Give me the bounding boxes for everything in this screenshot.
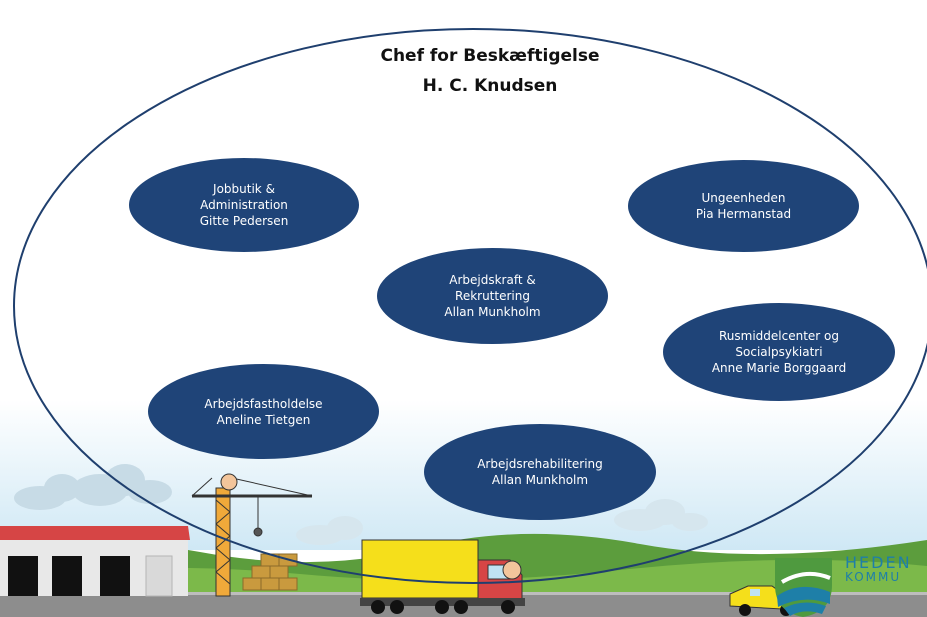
unit-line: Administration bbox=[200, 198, 288, 212]
unit-line: Arbejdsrehabilitering bbox=[477, 457, 603, 471]
department-boundary-ellipse bbox=[13, 28, 927, 584]
unit-line: Rusmiddelcenter og bbox=[718, 329, 839, 343]
unit-line: Arbejdskraft & bbox=[449, 273, 536, 287]
unit-jobbutik: Jobbutik & Administration Gitte Pedersen bbox=[129, 158, 359, 252]
unit-line: Jobbutik & bbox=[213, 182, 275, 196]
unit-arbejdsrehabilitering: Arbejdsrehabilitering Allan Munkholm bbox=[424, 424, 656, 520]
unit-line: Allan Munkholm bbox=[444, 305, 541, 319]
unit-line: Gitte Pedersen bbox=[199, 214, 289, 228]
logo-text-line2: KOMMU bbox=[845, 570, 902, 584]
warehouse-icon bbox=[0, 526, 190, 597]
unit-line: Socialpsykiatri bbox=[735, 345, 823, 359]
cloud-icon bbox=[296, 516, 363, 545]
chief-title: Chef for Beskæftigelse bbox=[380, 46, 600, 66]
hay-bales bbox=[242, 553, 298, 591]
unit-ungeenheden: Ungeenheden Pia Hermanstad bbox=[628, 160, 859, 252]
truck-icon bbox=[360, 539, 525, 614]
chief-name: H. C. Knudsen bbox=[422, 76, 558, 96]
cloud-icon bbox=[14, 464, 172, 510]
unit-arbejdskraft: Arbejdskraft & Rekruttering Allan Munkho… bbox=[377, 248, 608, 344]
logo-text-line1: HEDEN bbox=[845, 553, 912, 572]
unit-line: Anne Marie Borggaard bbox=[711, 361, 847, 375]
unit-line: Pia Hermanstad bbox=[695, 207, 792, 221]
unit-line: Allan Munkholm bbox=[491, 473, 589, 487]
unit-line: Ungeenheden bbox=[701, 191, 786, 205]
unit-line: Rekruttering bbox=[455, 289, 530, 303]
unit-line: Aneline Tietgen bbox=[216, 412, 311, 427]
unit-arbejdsfastholdelse: Arbejdsfastholdelse Aneline Tietgen bbox=[148, 364, 379, 459]
heden-logo-icon bbox=[775, 558, 832, 617]
unit-rusmiddelcenter: Rusmiddelcenter og Socialpsykiatri Anne … bbox=[663, 303, 895, 401]
cloud-icon bbox=[614, 499, 708, 531]
unit-line: Arbejdsfastholdelse bbox=[204, 396, 323, 411]
